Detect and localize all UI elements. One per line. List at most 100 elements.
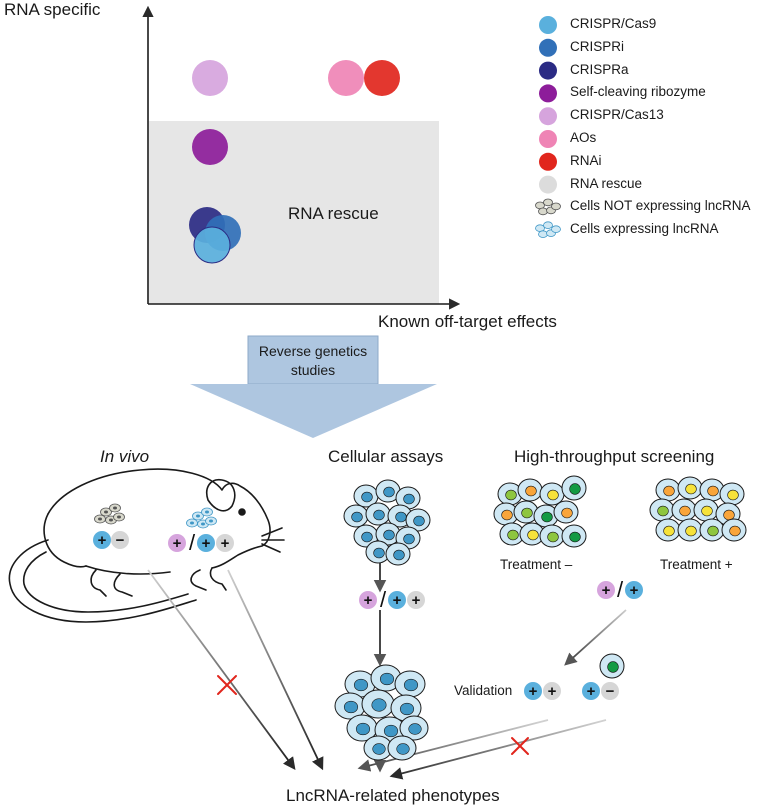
plus-icon: + [597,581,615,599]
cell [343,504,369,528]
cell [361,689,395,719]
cell [493,502,519,526]
svg-text:+: + [630,582,639,599]
cell [375,522,401,546]
point-aos [328,60,364,96]
cell-clusters [94,475,747,761]
svg-text:+: + [602,582,611,599]
legend-swatch [539,107,557,126]
plus-icon: + [407,591,425,609]
svg-text:+: + [412,592,421,609]
point-rnai [364,60,400,96]
legend-label: Cells NOT expressing lncRNA [570,198,751,214]
plus-icon: + [543,682,561,700]
validation-label: Validation [454,683,513,698]
svg-text:+: + [98,532,107,549]
svg-text:−: − [116,532,125,549]
reverse-genetics-arrow [190,335,437,438]
reverse-genetics-label: Reverse genetics studies [258,343,368,378]
plus-icon: + [359,591,377,609]
legend-swatch [539,152,557,171]
cell [721,518,747,542]
treatment-plus-cells [649,476,747,542]
arrow-validation-knockdown [389,719,607,780]
cell [405,508,431,532]
legend-swatch [539,61,557,80]
plus-icon: + [388,591,406,609]
x-axis-label: Known off-target effects [378,312,557,331]
arrow-validation-rescue [357,719,549,772]
legend-swatch [539,84,557,103]
svg-text:−: − [606,683,615,700]
cell [677,476,703,500]
legend-label: CRISPR/Cas9 [570,16,657,31]
legend-swatch [539,175,557,194]
cell [655,478,681,502]
legend-label: Self-cleaving ribozyme [570,84,706,100]
legend-swatch [539,130,557,148]
plus-icon: + [93,531,111,549]
svg-text:+: + [529,683,538,700]
blue-cells-icon [186,507,217,529]
point-crispr-cas13 [192,60,228,96]
cellular-assays-title: Cellular assays [328,447,444,466]
legend-label: Cells expressing lncRNA [570,221,719,237]
cell [671,498,697,522]
red-cross-icon [511,737,529,755]
cellular-assay-cells-before [343,479,431,566]
arrow-screen-validation [564,609,627,666]
phenotype-arrows [147,520,627,780]
cell [365,540,391,564]
legend-label: RNA rescue [570,175,643,191]
gray-cells-icon [94,503,125,525]
legend-label: AOs [570,130,597,145]
cell [363,735,393,761]
cell [699,518,725,542]
in-vivo-title: In vivo [100,447,150,466]
cell [517,478,543,502]
plus-icon: + [168,534,186,552]
mouse-illustration [8,468,285,623]
blue-cells-icon [535,221,561,239]
svg-text:+: + [587,683,596,700]
validated-cell [599,653,625,679]
legend-swatch [539,16,557,34]
overlap-outline [193,226,231,264]
y-axis-label: RNA specific [4,0,101,19]
svg-text:+: + [202,535,211,552]
cell [561,524,587,548]
arrow-invivo-knockdown [147,569,296,771]
minus-icon: − [111,531,129,549]
legend-label: CRISPRa [570,61,629,77]
slash-separator: / [617,577,624,602]
cell [533,504,559,528]
rna-rescue-region-label: RNA rescue [288,204,379,223]
cell [344,670,376,698]
point-crispr-cas9 [194,227,230,263]
cell [394,670,426,698]
legend [535,16,561,239]
high-throughput-title: High-throughput screening [514,447,715,466]
cell [599,653,625,679]
slash-separator: / [380,587,387,612]
point-self-cleaving-ribozyme [192,129,228,165]
cell [353,524,379,548]
cell [385,542,411,566]
plus-icon: + [216,534,234,552]
svg-text:+: + [393,592,402,609]
plus-icon: + [582,682,600,700]
cell [497,482,523,506]
cell [693,498,719,522]
legend-label: CRISPR/Cas13 [570,107,664,123]
cell [370,664,402,692]
legend-swatch [539,38,557,57]
plus-icon: + [625,581,643,599]
svg-text:+: + [548,683,557,700]
cell [513,500,539,524]
cell [399,715,429,741]
svg-text:+: + [221,535,230,552]
cell [334,692,366,720]
cell [353,484,379,508]
legend-label: CRISPRi [570,38,625,54]
